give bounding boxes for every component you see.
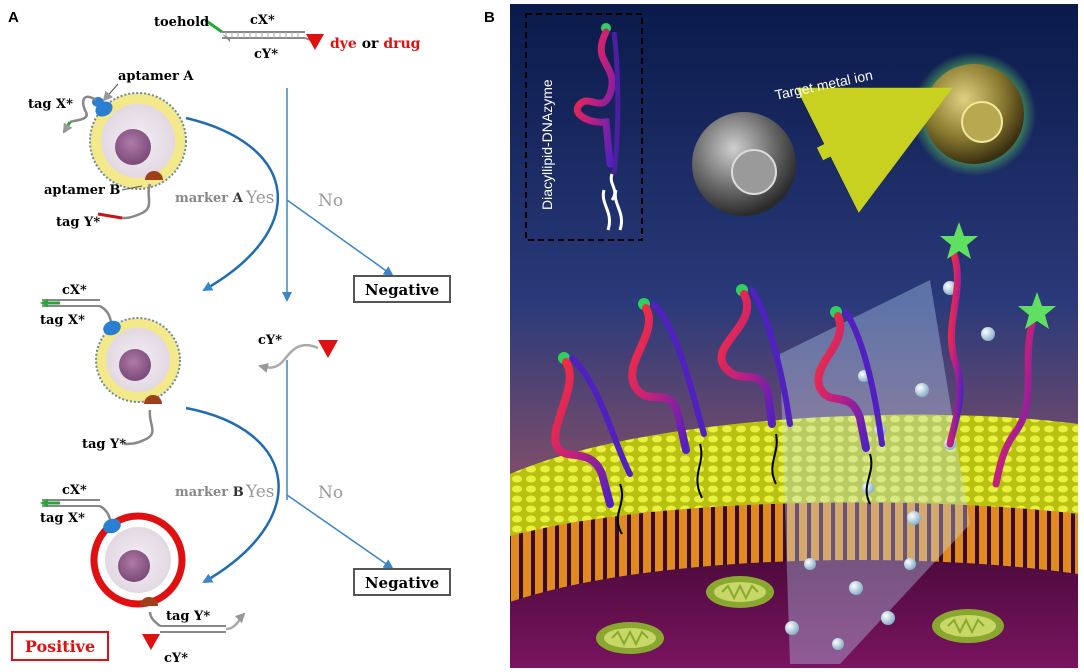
negative-box-2 [353, 568, 451, 596]
cell-1 [89, 92, 187, 190]
flow-curve-2 [185, 406, 280, 584]
cleaved-dnazyme-2 [992, 292, 1056, 488]
no-label-2: No [318, 483, 343, 503]
negative-box-1 [353, 275, 451, 303]
yes-label-1: Yes [245, 188, 275, 208]
cx-label-bottom: cX* [62, 483, 87, 498]
dnazyme-4 [814, 306, 885, 505]
tag-y-label-1: tag Y* [56, 215, 100, 230]
fluorophore-star-icon [1018, 292, 1056, 329]
cy-duplex-bottom [142, 612, 246, 650]
positive-box [11, 631, 109, 661]
dye-or-drug-label: dye or drug [330, 36, 421, 52]
dnazyme-3 [717, 284, 793, 485]
membrane-tails [510, 500, 1078, 602]
inset-dnazyme-icon [574, 23, 623, 231]
aptamer-a-label: aptamer A [118, 69, 194, 84]
flow-to-negative-2 [286, 494, 394, 570]
marker-a-label: marker A [175, 191, 244, 206]
toehold-label: toehold [154, 15, 209, 30]
tag-x-label-1: tag X* [28, 97, 73, 112]
dnazyme-1 [551, 352, 633, 535]
negative-label-1: Negative [365, 281, 439, 299]
inset-box [525, 13, 643, 241]
tag-y-label-mid: tag Y* [82, 437, 126, 452]
cy-label-free: cY* [258, 333, 282, 348]
panel-a-flowchart: A toehold cX* cY* dye or drug aptamer A [8, 9, 451, 666]
positive-label: Positive [25, 637, 95, 656]
mitochondrion-1 [706, 576, 774, 608]
cx-label-top: cX* [250, 13, 275, 28]
aptamer-a-cell-1 [62, 95, 113, 134]
tag-x-label-bottom: tag X* [40, 511, 85, 526]
panel-b-letter-overlay: B [484, 9, 495, 26]
reporter-duplex-top [204, 18, 324, 50]
inset-label: Diacyllipid-DNAzyme [539, 79, 555, 210]
aptamer-b-cell-1 [97, 171, 163, 220]
no-label-1: No [318, 191, 343, 211]
dye-marker-top [306, 34, 324, 50]
ion-channel-beam [780, 280, 970, 664]
panel-b-illustration: Target metal ion Diacyllipid-DNAzyme [510, 4, 1078, 668]
tag-x-label-mid: tag X* [40, 313, 85, 328]
aptamer-b-label: aptamer B [44, 183, 120, 198]
lipid-membrane [510, 414, 1078, 536]
cell-3-positive [90, 512, 186, 627]
cy-label-bottom: cY* [164, 651, 188, 666]
panel-a-letter: A [8, 9, 19, 26]
negative-label-2: Negative [365, 574, 439, 592]
mitochondrion-2 [596, 622, 664, 654]
flow-to-negative-1 [286, 199, 394, 277]
cell-2 [95, 317, 181, 446]
marker-b-label: marker B [175, 485, 244, 500]
cx-label-mid: cX* [62, 283, 87, 298]
free-cy-strand [258, 340, 338, 373]
cy-label-top: cY* [254, 47, 278, 62]
cleaved-dnazyme-1 [940, 222, 978, 448]
dnazyme-2 [628, 298, 707, 499]
svg-text:B: B [484, 9, 495, 26]
yes-label-2: Yes [245, 482, 275, 502]
transition-arrow [796, 87, 953, 213]
mitochondrion-3 [932, 609, 1004, 643]
fluorophore-star-icon [940, 222, 978, 259]
tag-y-label-bottom: tag Y* [166, 609, 210, 624]
flow-curve-1 [185, 116, 280, 292]
